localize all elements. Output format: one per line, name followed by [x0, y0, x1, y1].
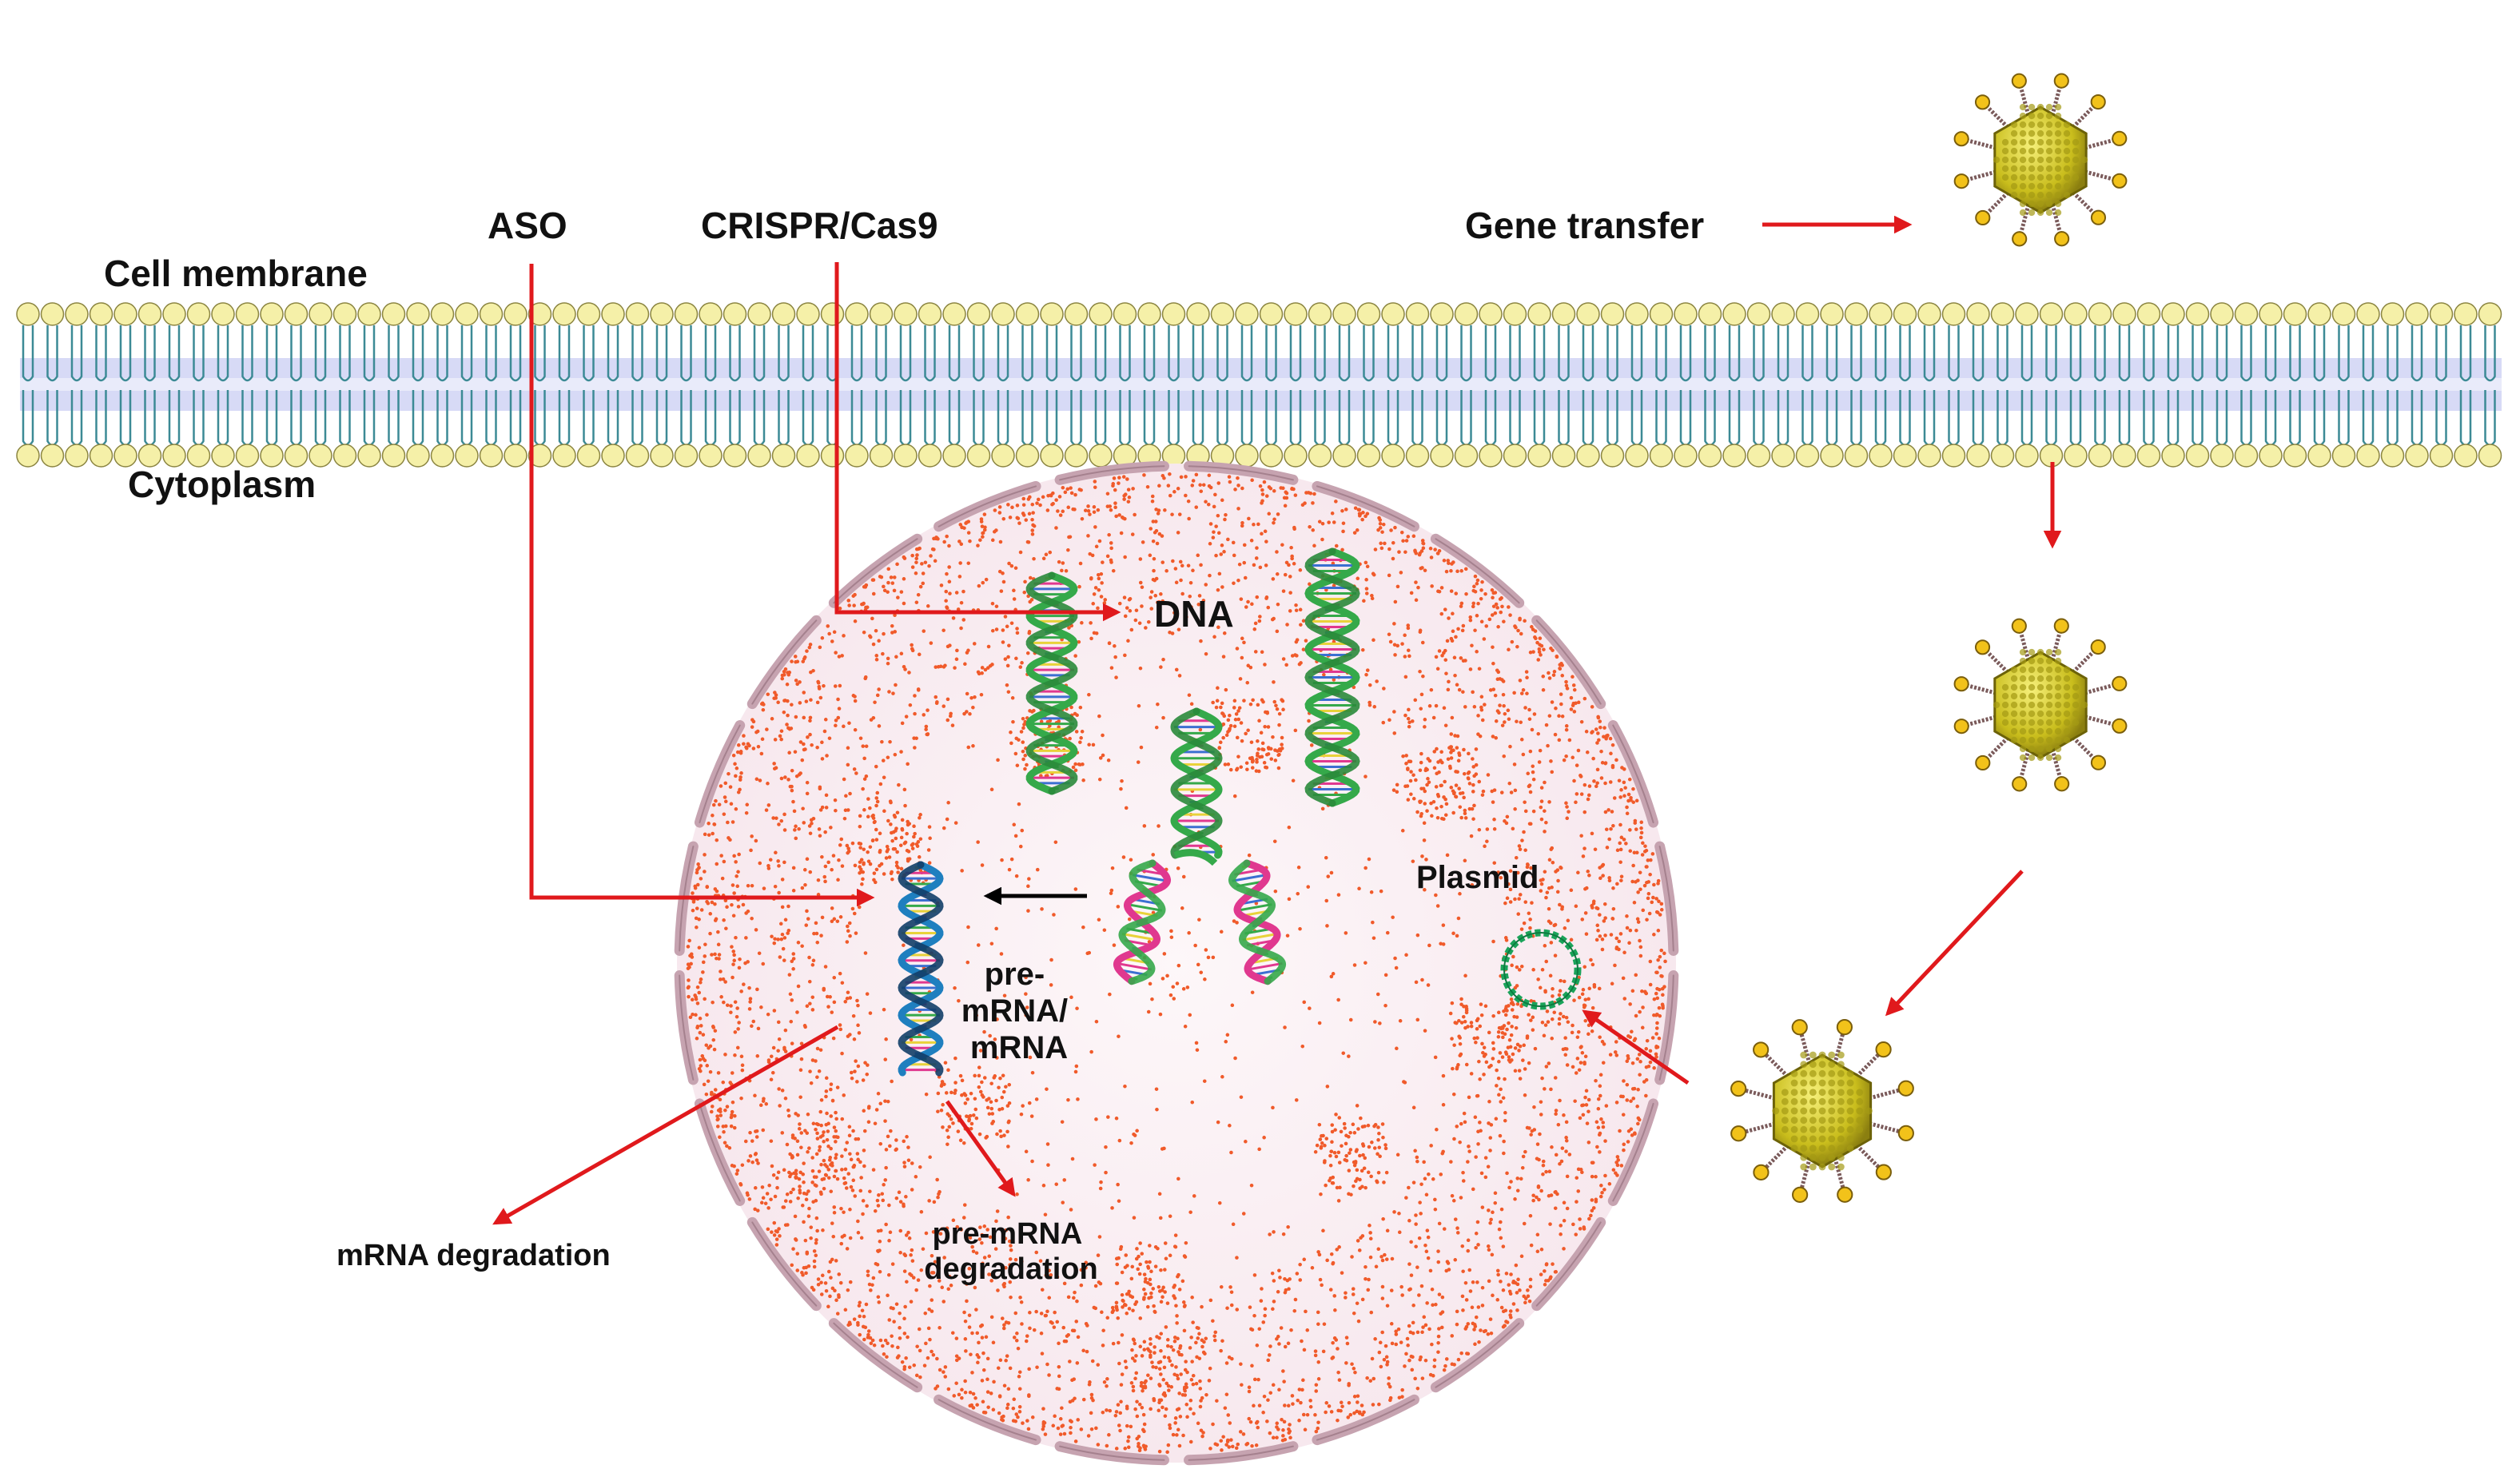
- aso-arrow: [529, 264, 875, 907]
- virus-particles: [1730, 73, 2128, 1203]
- mrna-degradation-arrow: [492, 1025, 839, 1225]
- crispr-label: CRISPR/Cas9: [701, 205, 938, 246]
- plasmid-label: Plasmid: [1416, 860, 1539, 895]
- crispr-arrow: [834, 262, 1121, 622]
- dna-label: DNA: [1154, 593, 1234, 635]
- rna-strand-icon: [898, 861, 944, 1077]
- lipid-bilayer-icon: [16, 302, 2502, 468]
- pre-mrna-label: pre- mRNA/ mRNA: [961, 957, 1077, 1065]
- pre-mrna-line-3: mRNA: [970, 1030, 1068, 1065]
- cell-membrane-label: Cell membrane: [104, 253, 368, 294]
- nuclear-envelope: [674, 460, 1679, 1466]
- pre-mrna-degradation-line-1: pre-mRNA: [932, 1217, 1081, 1251]
- pre-mrna-degradation-label: pre-mRNA degradation: [924, 1217, 1097, 1286]
- arrows: [492, 215, 2062, 1225]
- nucleus: [674, 460, 1679, 1466]
- cytoplasm-label: Cytoplasm: [128, 464, 316, 505]
- pre-mrna-degradation-arrow: [945, 1100, 1016, 1197]
- pre-mrna-line-1: pre-: [985, 957, 1045, 992]
- mrna-degradation-label: mRNA degradation: [336, 1239, 611, 1272]
- plasmid-release-arrow: [1582, 1009, 1690, 1085]
- pre-mrna-degradation-line-2: degradation: [924, 1252, 1097, 1286]
- gene-transfer-label: Gene transfer: [1465, 205, 1704, 246]
- pre-mrna-line-2: mRNA/: [961, 993, 1068, 1029]
- virus-to-nucleus-arrow: [1885, 870, 2024, 1017]
- plasmid-ring-icon: [1500, 929, 1582, 1010]
- aso-label: ASO: [488, 205, 567, 246]
